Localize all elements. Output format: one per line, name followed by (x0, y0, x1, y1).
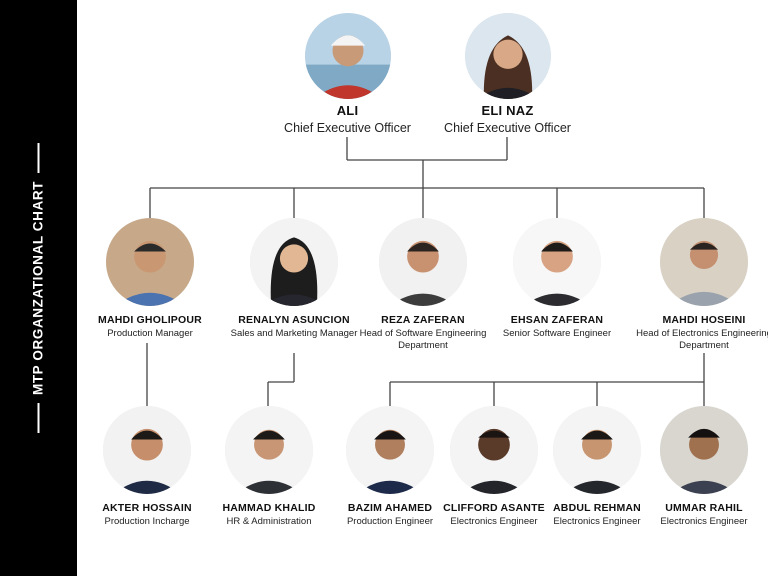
person-role: Head of Electronics Engineering Departme… (636, 328, 768, 352)
avatar-mahdi-gholipour (106, 218, 194, 306)
person-name: MAHDI GHOLIPOUR (98, 314, 202, 326)
person-card-renalyn-asuncion: RENALYN ASUNCION Sales and Marketing Man… (224, 218, 364, 340)
person-card-reza-zaferan: REZA ZAFERAN Head of Software Engineerin… (353, 218, 493, 352)
avatar-ali (304, 13, 391, 99)
person-role: Electronics Engineer (660, 516, 748, 527)
person-name: MAHDI HOSEINI (662, 314, 746, 326)
avatar-akter-hossain (103, 406, 191, 494)
person-card-ali: ALI Chief Executive Officer (270, 13, 425, 136)
person-card-ummar-rahil: UMMAR RAHIL Electronics Engineer (634, 406, 768, 528)
person-card-hammad-khalid: HAMMAD KHALID HR & Administration (199, 406, 339, 528)
person-card-ehsan-zaferan: EHSAN ZAFERAN Senior Software Engineer (487, 218, 627, 340)
person-role: Chief Executive Officer (444, 121, 571, 135)
person-name: EHSAN ZAFERAN (510, 314, 604, 326)
person-name: ALI (336, 103, 359, 118)
person-name: UMMAR RAHIL (665, 502, 743, 514)
avatar-hammad-khalid (225, 406, 313, 494)
person-card-abdul-rehman: ABDUL REHMAN Electronics Engineer (527, 406, 667, 528)
person-card-akter-hossain: AKTER HOSSAIN Production Incharge (77, 406, 217, 528)
avatar-mahdi-hoseini (660, 218, 748, 306)
avatar-renalyn-asuncion (250, 218, 338, 306)
person-role: Production Engineer (346, 516, 434, 527)
person-card-bazim-ahamed: BAZIM AHAMED Production Engineer (320, 406, 460, 528)
person-role: Electronics Engineer (450, 516, 538, 527)
person-card-eli-naz: ELI NAZ Chief Executive Officer (430, 13, 585, 136)
person-role: Production Incharge (104, 516, 190, 527)
person-name: REZA ZAFERAN (381, 314, 465, 326)
person-card-clifford-asante: CLIFFORD ASANTE Electronics Engineer (424, 406, 564, 528)
person-role: HR & Administration (226, 516, 312, 527)
avatar-ummar-rahil (660, 406, 748, 494)
person-role: Production Manager (107, 328, 193, 339)
person-name: BAZIM AHAMED (347, 502, 433, 514)
person-name: ABDUL REHMAN (553, 502, 641, 514)
person-card-mahdi-gholipour: MAHDI GHOLIPOUR Production Manager (80, 218, 220, 340)
avatar-reza-zaferan (379, 218, 467, 306)
avatar-bazim-ahamed (346, 406, 434, 494)
person-name: AKTER HOSSAIN (102, 502, 192, 514)
avatar-ehsan-zaferan (513, 218, 601, 306)
person-name: ELI NAZ (481, 103, 534, 118)
person-name: HAMMAD KHALID (222, 502, 316, 514)
person-card-mahdi-hoseini: MAHDI HOSEINI Head of Electronics Engine… (634, 218, 768, 352)
person-name: RENALYN ASUNCION (238, 314, 350, 326)
avatar-clifford-asante (450, 406, 538, 494)
avatar-eli-naz (464, 13, 551, 99)
person-role: Head of Software Engineering Department (359, 328, 487, 352)
person-role: Chief Executive Officer (284, 121, 411, 135)
person-role: Electronics Engineer (553, 516, 641, 527)
person-role: Senior Software Engineer (502, 328, 612, 339)
person-role: Sales and Marketing Manager (230, 328, 358, 339)
avatar-abdul-rehman (553, 406, 641, 494)
person-name: CLIFFORD ASANTE (443, 502, 545, 514)
sidebar: MTP ORGANZATIONAL CHART (0, 0, 77, 576)
